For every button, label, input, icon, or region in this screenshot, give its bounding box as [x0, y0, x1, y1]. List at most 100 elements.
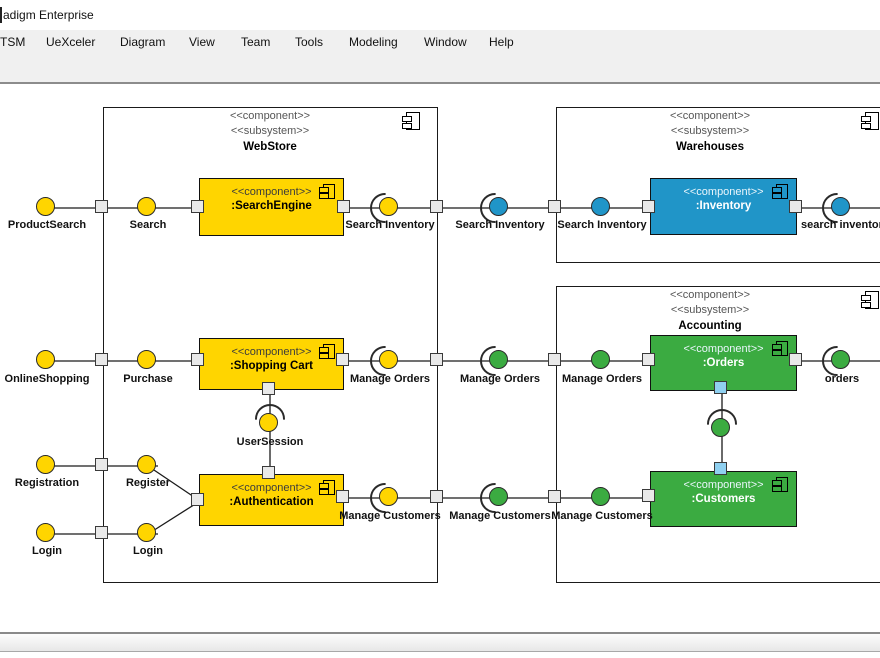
interface-manage-customers-mid[interactable]: [489, 487, 508, 506]
port[interactable]: [548, 490, 561, 503]
port[interactable]: [548, 200, 561, 213]
interface-search[interactable]: [137, 197, 156, 216]
interface-manage-customers-ws[interactable]: [379, 487, 398, 506]
menu-diagram[interactable]: Diagram: [120, 35, 166, 49]
webstore-stereotype-component: <<component>>: [229, 110, 311, 122]
port[interactable]: [430, 353, 443, 366]
warehouses-stereotype-subsystem: <<subsystem>>: [670, 125, 750, 137]
menu-uexceler[interactable]: UeXceler: [46, 35, 96, 49]
port[interactable]: [336, 490, 349, 503]
label-search-inventory-ws: Search Inventory: [345, 219, 435, 231]
warehouses-stereotype-component: <<component>>: [669, 110, 751, 122]
port[interactable]: [642, 353, 655, 366]
label-purchase: Purchase: [123, 373, 173, 385]
component-inventory[interactable]: <<component>> :Inventory: [650, 178, 797, 235]
port-selected[interactable]: [714, 381, 727, 394]
label-user-session: UserSession: [236, 436, 304, 448]
component-icon: [772, 184, 788, 199]
interface-orders-out[interactable]: [831, 350, 850, 369]
port[interactable]: [548, 353, 561, 366]
accounting-stereotype-component: <<component>>: [669, 289, 751, 301]
label-manage-orders-ws: Manage Orders: [349, 373, 431, 385]
menu-window[interactable]: Window: [424, 35, 467, 49]
port[interactable]: [336, 353, 349, 366]
port[interactable]: [95, 200, 108, 213]
interface-manage-orders-acc[interactable]: [591, 350, 610, 369]
port[interactable]: [191, 200, 204, 213]
interface-search-inventory-out[interactable]: [831, 197, 850, 216]
port[interactable]: [789, 353, 802, 366]
menu-view[interactable]: View: [189, 35, 215, 49]
interface-user-session[interactable]: [259, 413, 278, 432]
label-search: Search: [129, 219, 167, 231]
port[interactable]: [642, 489, 655, 502]
menu-bar: TSM UeXceler Diagram View Team Tools Mod…: [0, 30, 880, 55]
component-icon: [402, 112, 420, 130]
label-manage-customers-mid: Manage Customers: [449, 510, 551, 522]
label-registration: Registration: [14, 477, 80, 489]
port[interactable]: [191, 493, 204, 506]
interface-registration[interactable]: [36, 455, 55, 474]
interface-login-outer[interactable]: [36, 523, 55, 542]
label-search-inventory-wh: Search Inventory: [557, 219, 647, 231]
port-selected[interactable]: [714, 462, 727, 475]
component-search-engine[interactable]: <<component>> :SearchEngine: [199, 178, 344, 236]
menu-itsm[interactable]: TSM: [0, 35, 26, 49]
port[interactable]: [262, 466, 275, 479]
port[interactable]: [430, 490, 443, 503]
component-icon: [772, 341, 788, 356]
menu-help[interactable]: Help: [489, 35, 514, 49]
label-search-inventory-mid: Search Inventory: [455, 219, 545, 231]
label-orders-out: orders: [824, 373, 860, 385]
interface-register[interactable]: [137, 455, 156, 474]
component-customers[interactable]: <<component>> :Customers: [650, 471, 797, 527]
label-product-search: ProductSearch: [7, 219, 87, 231]
component-authentication[interactable]: <<component>> :Authentication: [199, 474, 344, 526]
authentication-name: :Authentication: [229, 496, 314, 508]
interface-search-inventory-wh[interactable]: [591, 197, 610, 216]
port[interactable]: [95, 353, 108, 366]
label-manage-orders-acc: Manage Orders: [561, 373, 643, 385]
port[interactable]: [262, 382, 275, 395]
component-shopping-cart[interactable]: <<component>> :Shopping Cart: [199, 338, 344, 390]
component-icon: [319, 480, 335, 495]
interface-online-shopping[interactable]: [36, 350, 55, 369]
interface-manage-orders-mid[interactable]: [489, 350, 508, 369]
label-login-outer: Login: [32, 545, 62, 557]
interface-orders-customers[interactable]: [711, 418, 730, 437]
interface-manage-customers-acc[interactable]: [591, 487, 610, 506]
port[interactable]: [191, 353, 204, 366]
interface-search-inventory-mid[interactable]: [489, 197, 508, 216]
interface-search-inventory-ws[interactable]: [379, 197, 398, 216]
port[interactable]: [95, 458, 108, 471]
port[interactable]: [337, 200, 350, 213]
title-bar: adigm Enterprise: [0, 0, 880, 30]
accounting-stereotype-subsystem: <<subsystem>>: [670, 304, 750, 316]
port[interactable]: [430, 200, 443, 213]
menu-team[interactable]: Team: [241, 35, 271, 49]
customers-stereotype: <<component>>: [683, 479, 764, 491]
accounting-name: Accounting: [678, 320, 742, 332]
interface-purchase[interactable]: [137, 350, 156, 369]
search-engine-stereotype: <<component>>: [231, 186, 312, 198]
search-engine-name: :SearchEngine: [231, 200, 312, 212]
interface-product-search[interactable]: [36, 197, 55, 216]
component-icon: [861, 291, 879, 309]
menu-tools[interactable]: Tools: [295, 35, 324, 49]
port[interactable]: [642, 200, 655, 213]
authentication-stereotype: <<component>>: [231, 482, 312, 494]
label-manage-customers-acc: Manage Customers: [551, 510, 653, 522]
inventory-name: :Inventory: [695, 200, 752, 212]
window-icon-fragment: [0, 7, 2, 23]
orders-stereotype: <<component>>: [683, 343, 764, 355]
label-online-shopping: OnlineShopping: [4, 373, 90, 385]
inventory-stereotype: <<component>>: [683, 186, 764, 198]
menu-modeling[interactable]: Modeling: [349, 35, 398, 49]
port[interactable]: [95, 526, 108, 539]
component-icon: [319, 344, 335, 359]
interface-manage-orders-ws[interactable]: [379, 350, 398, 369]
port[interactable]: [789, 200, 802, 213]
interface-login-inner[interactable]: [137, 523, 156, 542]
